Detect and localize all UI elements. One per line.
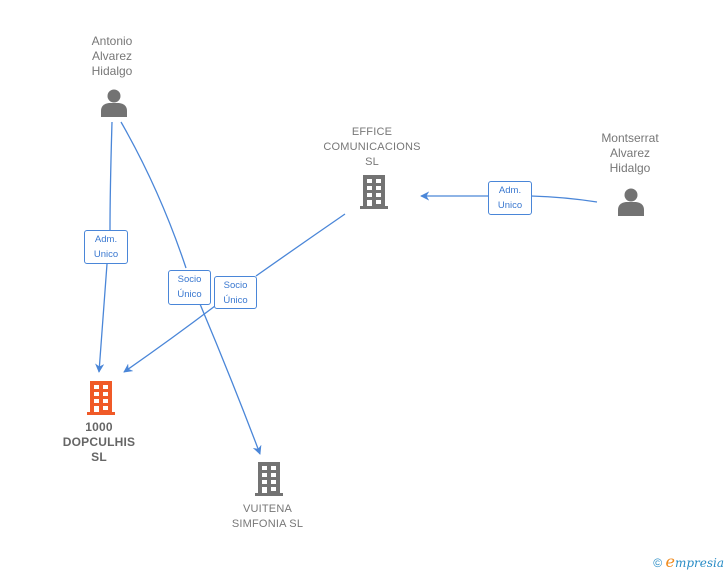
building-icon[interactable] xyxy=(358,175,390,209)
node-label-montserrat: Montserrat Alvarez Hidalgo xyxy=(601,131,659,175)
copyright-icon: © xyxy=(653,556,663,570)
edge-label-adm-unico[interactable]: Adm. Unico xyxy=(488,181,532,215)
node-label-effice: EFFICE COMUNICACIONS SL xyxy=(323,126,421,168)
node-label-vuitena: VUITENA SIMFONIA SL xyxy=(231,503,304,530)
edge-label-adm-unico[interactable]: Adm. Unico xyxy=(84,230,128,264)
footer-brand: © empresia xyxy=(653,552,724,571)
edge-montserrat-effice[interactable] xyxy=(421,196,598,202)
empresia-logo[interactable]: empresia xyxy=(665,552,724,571)
edge-effice-dopculhis[interactable] xyxy=(124,213,346,372)
node-label-dopculhis: 1000 DOPCULHIS SL xyxy=(62,420,136,464)
building-icon-focus[interactable] xyxy=(85,381,117,415)
edge-antonio-vuitena[interactable] xyxy=(120,121,260,454)
edge-label-socio-unico[interactable]: Socio Único xyxy=(168,270,211,305)
node-label-antonio: Antonio Alvarez Hidalgo xyxy=(91,34,133,78)
person-icon[interactable] xyxy=(616,186,646,216)
edge-antonio-dopculhis[interactable] xyxy=(99,121,113,372)
person-icon[interactable] xyxy=(99,87,129,117)
building-icon[interactable] xyxy=(253,462,285,496)
edge-label-socio-unico[interactable]: Socio Único xyxy=(214,276,257,309)
